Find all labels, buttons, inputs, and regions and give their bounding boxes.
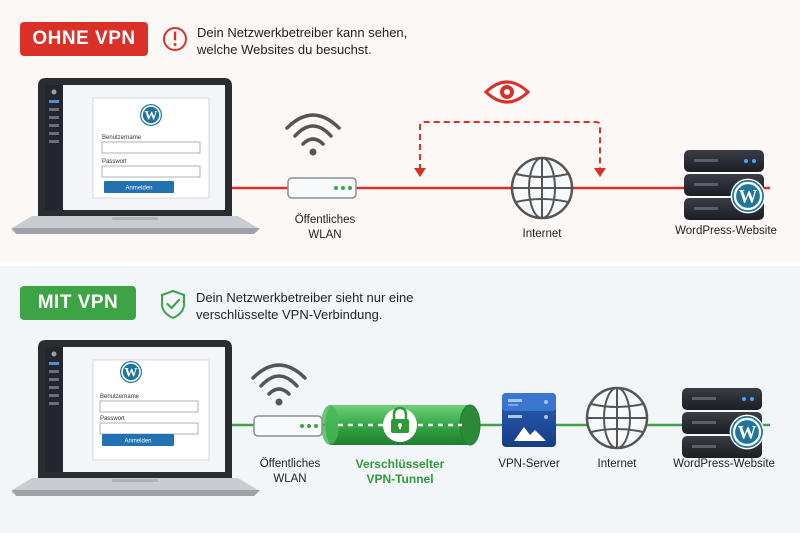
- wordpress-website-label: WordPress-Website: [673, 458, 775, 470]
- password-label: Passwort: [102, 159, 127, 165]
- public-wlan-label: Öffentliches WLAN: [294, 214, 356, 241]
- panel-divider: [0, 262, 800, 266]
- vpn-server-icon: [502, 393, 556, 447]
- username-label: Benutzername: [102, 135, 142, 141]
- vpn-tunnel: [321, 404, 481, 446]
- router-icon: [287, 177, 357, 199]
- username-field[interactable]: [99, 400, 199, 413]
- wifi-icon: [251, 363, 307, 408]
- wordpress-icon: [729, 414, 765, 450]
- vpn-server-label: VPN-Server: [498, 458, 560, 470]
- wordpress-icon: [119, 360, 143, 384]
- internet-label: Internet: [597, 458, 637, 470]
- wordpress-icon: [139, 103, 163, 127]
- login-button[interactable]: [102, 434, 174, 446]
- eye-icon: [483, 80, 531, 104]
- password-label: Passwort: [100, 416, 125, 422]
- login-form: Benutzername Passwort Anmelden: [92, 97, 210, 199]
- internet-label: Internet: [522, 228, 562, 240]
- with-vpn-message: Dein Netzwerkbetreiber sieht nur eine ve…: [196, 290, 414, 322]
- login-form: Benutzername Passwort Anmelden: [92, 359, 210, 461]
- without-vpn-badge: OHNE VPN: [20, 22, 148, 56]
- laptop-with-vpn: Benutzername Passwort Anmelden: [11, 340, 260, 496]
- with-vpn-badge: MIT VPN: [20, 286, 136, 320]
- vpn-tunnel-label: Verschlüsselter VPN-Tunnel: [355, 457, 445, 486]
- without-vpn-message: Dein Netzwerkbetreiber kann sehen, welch…: [197, 25, 408, 57]
- username-label: Benutzername: [100, 394, 140, 400]
- alert-circle-icon: [163, 27, 187, 51]
- password-field[interactable]: [99, 422, 199, 435]
- lock-icon: [391, 406, 409, 433]
- globe-icon: [585, 386, 649, 450]
- login-button[interactable]: [104, 181, 174, 193]
- shield-check-icon: [161, 289, 185, 320]
- wordpress-website-label: WordPress-Website: [675, 225, 777, 237]
- arrow-down-icon: [594, 168, 606, 177]
- globe-icon: [510, 156, 574, 220]
- surveillance-dashed-line: [419, 121, 601, 170]
- login-button-label: Anmelden: [124, 439, 151, 445]
- wordpress-icon: [730, 178, 766, 214]
- login-button-label: Anmelden: [125, 186, 152, 192]
- arrow-down-icon: [414, 168, 426, 177]
- laptop-without-vpn: Benutzername Passwort Anmelden: [11, 78, 260, 234]
- username-field[interactable]: [101, 141, 201, 154]
- public-wlan-label: Öffentliches WLAN: [259, 458, 321, 485]
- password-field[interactable]: [101, 165, 201, 178]
- wifi-icon: [285, 113, 341, 158]
- router-icon: [253, 415, 323, 437]
